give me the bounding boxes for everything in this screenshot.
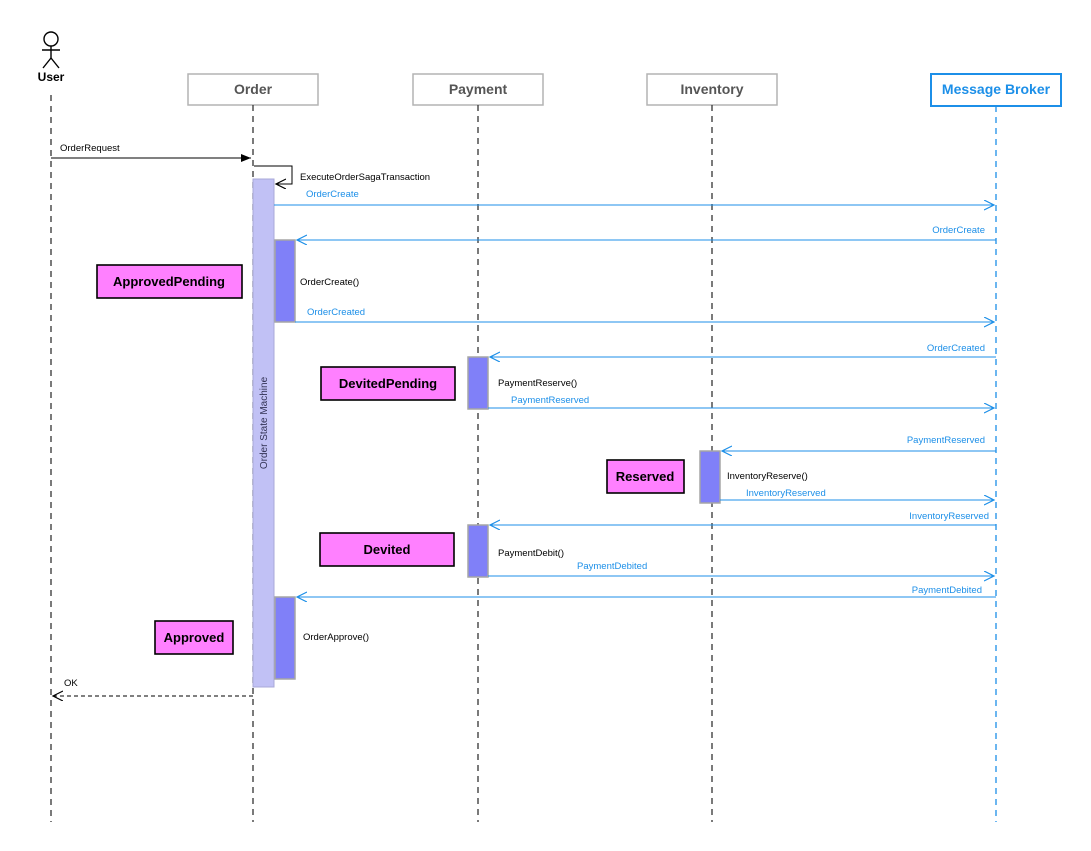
user-actor: User xyxy=(38,31,65,822)
state-approved-pending-box xyxy=(96,264,243,299)
state-approved-pending-label: ApprovedPending xyxy=(113,274,225,289)
order-state-machine-label: Order State Machine xyxy=(259,376,270,469)
lane-order: Order xyxy=(187,73,319,822)
state-reserved-box xyxy=(606,459,685,494)
message-inventory-reserved-in-label: InventoryReserved xyxy=(909,511,989,522)
state-approved-box xyxy=(154,620,234,655)
message-order-created-in-label: OrderCreated xyxy=(927,343,985,354)
lane-message-broker: Message Broker xyxy=(930,73,1062,822)
user-actor-label: User xyxy=(38,70,65,84)
state-approved-pending: ApprovedPending xyxy=(96,264,243,299)
message-execute-saga-label: ExecuteOrderSagaTransaction xyxy=(300,172,430,183)
lane-message-broker-header xyxy=(930,73,1062,107)
state-devited-label: Devited xyxy=(364,542,411,557)
message-order-create-in-label: OrderCreate xyxy=(932,225,985,236)
lane-inventory: Inventory xyxy=(646,73,778,822)
state-devited: Devited xyxy=(319,532,455,567)
call-payment-reserve-label: PaymentReserve() xyxy=(498,378,577,389)
message-payment-debited-out-label: PaymentDebited xyxy=(577,561,647,572)
order-activation-create xyxy=(274,239,296,323)
lane-order-header xyxy=(187,73,319,106)
lane-message-broker-title: Message Broker xyxy=(942,81,1051,97)
lane-order-title: Order xyxy=(234,81,273,97)
message-inventory-reserved-out-label: InventoryReserved xyxy=(746,488,826,499)
call-inventory-reserve-label: InventoryReserve() xyxy=(727,471,808,482)
state-devited-pending-label: DevitedPending xyxy=(339,376,437,391)
message-payment-debited-in-label: PaymentDebited xyxy=(912,585,982,596)
order-activation-approve xyxy=(274,596,296,680)
payment-activation-debit xyxy=(467,524,489,578)
state-reserved-label: Reserved xyxy=(616,469,675,484)
state-devited-pending: DevitedPending xyxy=(320,366,456,401)
payment-activation-reserve xyxy=(467,356,489,410)
message-payment-reserved-in-label: PaymentReserved xyxy=(907,435,985,446)
state-reserved: Reserved xyxy=(606,459,685,494)
message-order-request-label: OrderRequest xyxy=(60,143,120,154)
message-payment-reserved-out-label: PaymentReserved xyxy=(511,395,589,406)
order-state-machine-bar xyxy=(252,178,275,688)
message-order-created-out-label: OrderCreated xyxy=(307,307,365,318)
lane-payment-title: Payment xyxy=(449,81,508,97)
state-approved: Approved xyxy=(154,620,234,655)
inventory-activation-reserve xyxy=(699,450,721,504)
user-stick-figure-icon xyxy=(42,31,60,69)
call-payment-debit-label: PaymentDebit() xyxy=(498,548,564,559)
lane-inventory-title: Inventory xyxy=(680,81,743,97)
call-order-create-label: OrderCreate() xyxy=(300,277,359,288)
message-order-create-out-label: OrderCreate xyxy=(306,189,359,200)
lane-payment: Payment xyxy=(412,73,544,822)
state-devited-box xyxy=(319,532,455,567)
message-ok-reply-label: OK xyxy=(64,678,78,689)
state-approved-label: Approved xyxy=(164,630,225,645)
message-execute-saga xyxy=(254,165,293,184)
lane-payment-header xyxy=(412,73,544,106)
call-order-approve-label: OrderApprove() xyxy=(303,632,369,643)
state-devited-pending-box xyxy=(320,366,456,401)
